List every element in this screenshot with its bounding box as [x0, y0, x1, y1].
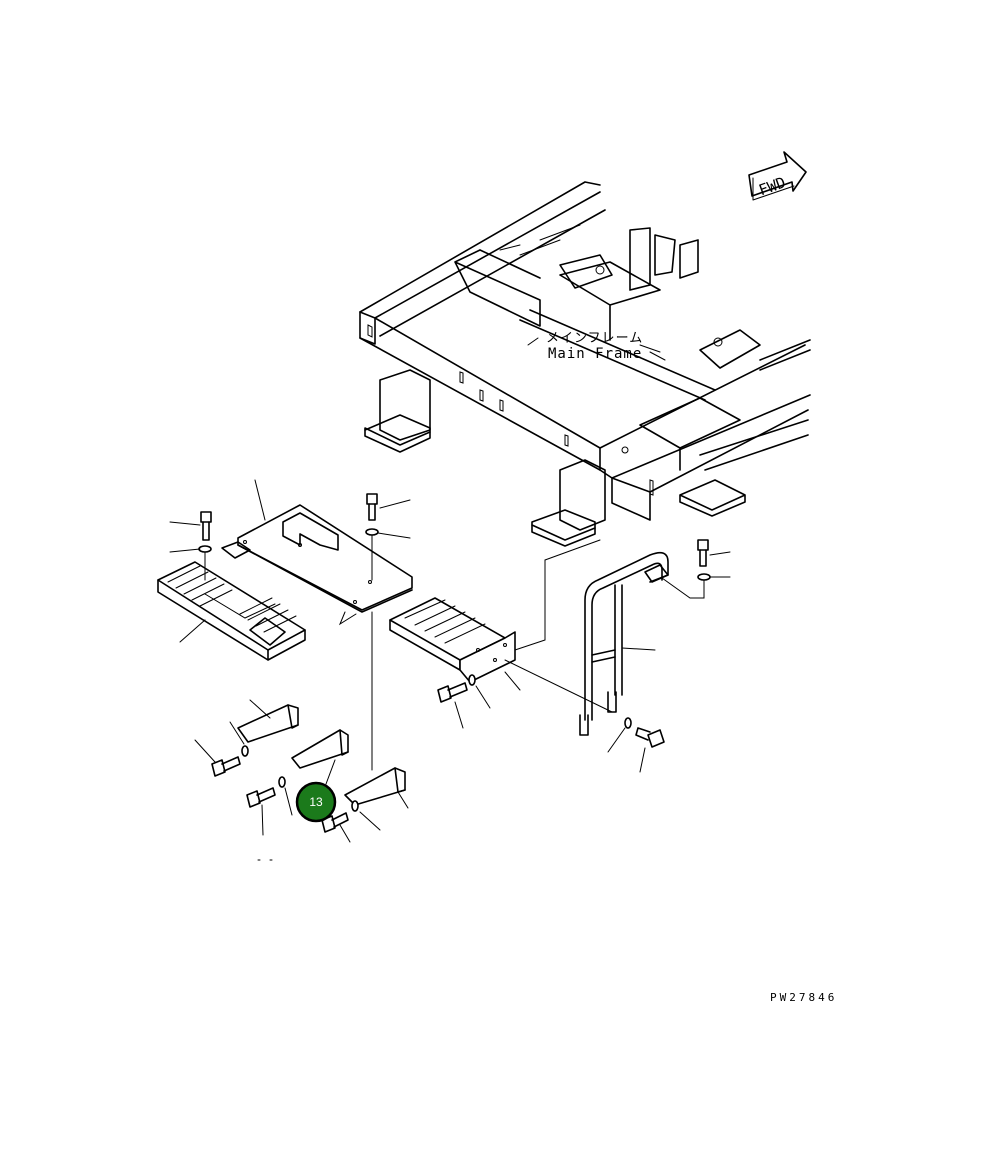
part-number: PW27846	[770, 991, 837, 1004]
bolt-icon	[437, 682, 468, 703]
main-frame-label-jp: メインフレーム	[546, 331, 643, 346]
bolt-icon	[246, 787, 276, 808]
step-grating	[157, 561, 306, 661]
bolt-icon	[200, 511, 212, 541]
washer-icon	[278, 776, 286, 788]
washer-icon	[624, 717, 632, 729]
fwd-arrow-icon: FWD	[748, 151, 807, 201]
step-plate	[221, 504, 413, 626]
callout-leader	[325, 759, 336, 785]
callout-badge[interactable]: 13	[295, 759, 337, 823]
main-frame-label-en: Main Frame	[548, 346, 642, 362]
bracket-c	[344, 767, 406, 806]
main-frame-assembly	[359, 181, 811, 547]
bolt-icon	[697, 539, 709, 567]
callout-circle[interactable]	[295, 781, 337, 823]
bracket-b	[291, 729, 349, 769]
washer-icon	[241, 745, 249, 757]
handrail	[579, 551, 669, 736]
fwd-label: FWD	[756, 173, 788, 199]
main-frame-leader	[527, 337, 666, 361]
bolt-icon	[211, 756, 241, 777]
washer-icon	[198, 545, 212, 553]
leader-lines	[169, 479, 731, 861]
callout-number: 13	[309, 795, 323, 809]
bracket-a	[237, 704, 299, 743]
bolt-icon	[635, 727, 665, 748]
washer-icon	[365, 528, 379, 536]
washer-icon	[468, 674, 476, 686]
washer-icon	[351, 800, 359, 812]
washer-icon	[697, 573, 711, 581]
step-box	[389, 597, 516, 683]
bolt-icon	[366, 493, 378, 521]
